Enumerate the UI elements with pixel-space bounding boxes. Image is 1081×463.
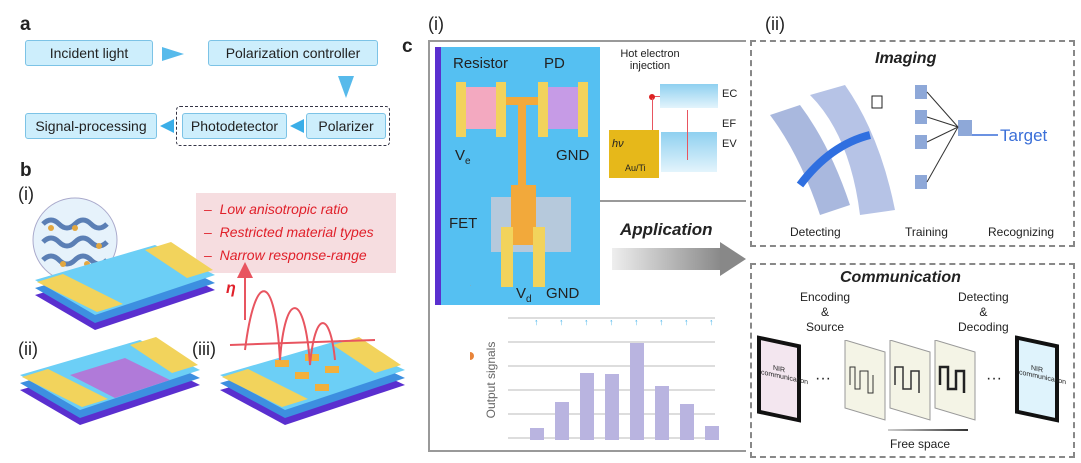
- photon-arrow: ↑: [684, 317, 689, 327]
- sub-label-iii: (iii): [192, 339, 216, 359]
- imaging-frame: [750, 40, 1075, 247]
- photon-arrow: ↑: [609, 317, 614, 327]
- ellipsis: ···: [815, 370, 831, 387]
- step-recognizing: Recognizing: [988, 225, 1055, 239]
- encoding-label: Encoding&Source: [800, 290, 851, 334]
- communication-title: Communication: [840, 269, 961, 286]
- panel-c-label: c: [402, 36, 413, 57]
- signal-bar: [580, 373, 594, 440]
- device-i: [32, 197, 215, 330]
- imaging-title: Imaging: [875, 50, 937, 67]
- photon-arrow: ↑: [659, 317, 664, 327]
- gnd-label: GND: [556, 147, 590, 164]
- ef-label: EF: [722, 118, 737, 130]
- issue-item: – Narrow response-range: [204, 247, 367, 263]
- polarizer-box: Polarizer: [306, 113, 386, 139]
- signal-bar: [680, 404, 694, 440]
- receiver-screen: NIR communication: [1015, 335, 1066, 423]
- y-axis-label: Output signals: [484, 342, 498, 419]
- imaging-illustration: [770, 85, 998, 215]
- device-iii: [220, 262, 405, 425]
- photon-arrow: ↑: [584, 317, 589, 327]
- signal-frames: [844, 340, 976, 421]
- panel-c-i-frame: [428, 40, 746, 452]
- panel-b-label: b: [20, 160, 32, 181]
- ve-label: Ve: [455, 147, 471, 167]
- arrow-left-icon: [290, 119, 304, 133]
- arrow-down-icon: [338, 76, 354, 98]
- signal-bar: [605, 374, 619, 440]
- fet-label: FET: [449, 215, 478, 232]
- arrow-right-icon: [162, 47, 184, 61]
- ev-label: EV: [722, 138, 737, 150]
- eta-label: η: [226, 280, 236, 297]
- gnd-label: GND: [546, 285, 580, 302]
- arrow-left-icon: [160, 119, 174, 133]
- metal-label: Au/Ti: [625, 163, 646, 173]
- issues-box: – Low anisotropic ratio – Restricted mat…: [196, 193, 396, 273]
- target-label: Target: [1000, 126, 1048, 145]
- photon-arrow: ↑: [634, 317, 639, 327]
- application-label: Application: [620, 220, 713, 239]
- signal-bar: [555, 402, 569, 440]
- hv-label: hν: [612, 138, 624, 150]
- device-illustrations: [20, 197, 405, 425]
- ellipsis: ···: [986, 370, 1002, 387]
- sub-label-c-i: (i): [428, 14, 444, 34]
- pd-label: PD: [544, 55, 565, 72]
- vd-label: Vd: [516, 285, 532, 305]
- resistor-label: Resistor: [453, 55, 509, 72]
- signal-bar: [705, 426, 719, 440]
- signal-bar: [630, 343, 644, 440]
- circuit-diagram: Resistor PD Ve GND FET Vd GND: [435, 47, 600, 305]
- free-space-arrow: [888, 429, 968, 431]
- output-signals-chart: ↑ ↑ ↑ ↑ ↑ ↑ ↑ ↑ Output signals: [470, 285, 719, 440]
- photon-arrow: ↑: [534, 317, 539, 327]
- polarization-controller-box: Polarization controller: [208, 40, 378, 66]
- device-ii: [20, 337, 200, 425]
- sub-label-ii: (ii): [18, 339, 38, 359]
- arrow-right-icon: [720, 242, 746, 276]
- step-detecting: Detecting: [790, 225, 841, 239]
- issue-item: – Low anisotropic ratio: [204, 201, 348, 217]
- free-space-label: Free space: [890, 437, 951, 451]
- photodetector-box: Photodetector: [182, 113, 287, 139]
- decoding-label: Detecting&Decoding: [958, 290, 1009, 334]
- sub-label-i: (i): [18, 184, 34, 204]
- signal-bar: [530, 428, 544, 440]
- photon-arrow: ↑: [559, 317, 564, 327]
- detector-group-frame: [176, 106, 390, 146]
- signal-processing-box: Signal-processing: [25, 113, 157, 139]
- source-screen: NIR communication: [757, 335, 808, 423]
- ec-label: EC: [722, 88, 738, 100]
- issue-item: – Restricted material types: [204, 224, 374, 240]
- step-training: Training: [905, 225, 948, 239]
- communication-frame: [750, 263, 1075, 458]
- signal-bar: [655, 386, 669, 440]
- application-arrow: [612, 248, 722, 270]
- sub-label-c-ii: (ii): [765, 14, 785, 34]
- photon-arrow: ↑: [709, 317, 714, 327]
- incident-light-box: Incident light: [25, 40, 153, 66]
- panel-a-label: a: [20, 14, 31, 35]
